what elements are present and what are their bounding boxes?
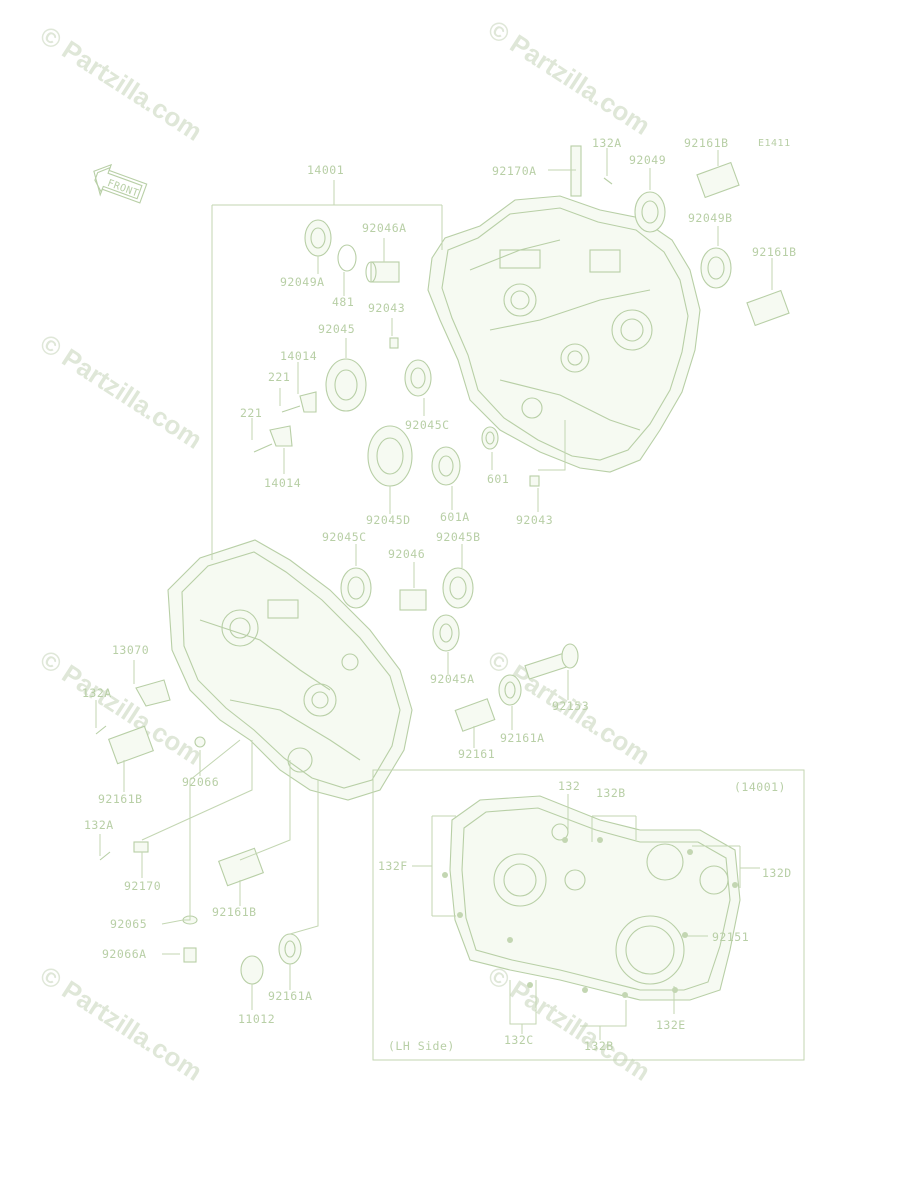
bearing-92049-icon <box>634 191 666 233</box>
bearing-92045-icon <box>325 358 367 412</box>
label-92045A: 92045A <box>430 672 475 686</box>
label-132C: 132C <box>504 1033 534 1047</box>
bolt-dots <box>442 837 738 998</box>
inset-side-label: (LH Side) <box>388 1039 455 1053</box>
seal-92161A-mid-icon <box>498 674 522 706</box>
label-92045C-top: 92045C <box>405 418 450 432</box>
bearing-92045C-mid-icon <box>340 567 372 609</box>
label-92045C-mid: 92045C <box>322 530 367 544</box>
label-132A-bottom: 132A <box>84 818 114 832</box>
pin-92170-icon <box>133 841 149 853</box>
bolt-132A-top-icon <box>603 177 613 185</box>
label-92161B-bottom: 92161B <box>212 905 257 919</box>
plug-92066A-icon <box>183 947 197 963</box>
circlip-481-icon <box>337 244 357 272</box>
bracket-14014-bottom-icon <box>269 425 293 447</box>
inset-frame <box>372 769 805 1061</box>
bearing-92045B-icon <box>442 567 474 609</box>
label-13070: 13070 <box>112 643 149 657</box>
label-92151: 92151 <box>712 930 749 944</box>
label-92161: 92161 <box>458 747 495 761</box>
watermark-7: © Partzilla.com <box>35 960 208 1087</box>
label-132E: 132E <box>656 1018 686 1032</box>
part-labels: E1411 14001 92170A 132A 92049 92161B 920… <box>82 136 797 1053</box>
label-92043-bottom: 92043 <box>516 513 553 527</box>
bushing-92161-icon <box>454 698 496 732</box>
washer-92066-icon <box>194 736 206 748</box>
label-92161B-left: 92161B <box>98 792 143 806</box>
label-92049A: 92049A <box>280 275 325 289</box>
plug-11012-icon <box>240 955 264 985</box>
label-92045D: 92045D <box>366 513 411 527</box>
watermark-3: © Partzilla.com <box>35 328 208 455</box>
label-92161B-top: 92161B <box>684 136 729 150</box>
bolt-132A-mid-icon <box>95 725 107 735</box>
bearing-92045A-icon <box>432 614 460 652</box>
label-11012: 11012 <box>238 1012 275 1026</box>
bearing-92049A-icon <box>304 219 332 257</box>
label-92161A-bottom: 92161A <box>268 989 313 1003</box>
label-132A-top: 132A <box>592 136 622 150</box>
watermark-2: © Partzilla.com <box>483 14 656 141</box>
label-481: 481 <box>332 295 354 309</box>
label-92065: 92065 <box>110 917 147 931</box>
label-132B-bottom: 132B <box>584 1039 614 1053</box>
bearing-92045C-top-icon <box>404 359 432 397</box>
bushing-92161B-top-icon <box>696 161 740 199</box>
label-14014-bottom: 14014 <box>264 476 301 490</box>
bearing-92049B-icon <box>700 247 732 289</box>
needle-bearing-92046-icon <box>399 589 427 611</box>
label-92045: 92045 <box>318 322 355 336</box>
label-132D: 132D <box>762 866 792 880</box>
dowel-92043-icon <box>389 337 399 349</box>
label-92046A: 92046A <box>362 221 407 235</box>
label-92045B: 92045B <box>436 530 481 544</box>
label-92066: 92066 <box>182 775 219 789</box>
leader-lines <box>95 148 773 1040</box>
bolt-221-top-icon <box>281 405 301 413</box>
label-14014-top: 14014 <box>280 349 317 363</box>
shaft-92153-icon <box>524 643 579 680</box>
seal-92161A-bottom-icon <box>278 933 302 965</box>
bearing-92045D-icon <box>367 425 413 487</box>
bearing-601A-icon <box>431 446 461 486</box>
label-14001: 14001 <box>307 163 344 177</box>
watermark-1: © Partzilla.com <box>35 20 208 147</box>
inset-label: (14001) <box>734 780 786 794</box>
label-92046: 92046 <box>388 547 425 561</box>
dowel-92043b-icon <box>529 475 540 487</box>
inset-crankcase-icon <box>372 769 805 1061</box>
front-arrow-icon: FRONT <box>93 163 148 204</box>
seal-601-icon <box>481 426 499 450</box>
upper-crankcase-icon <box>427 195 701 473</box>
bolt-221-bottom-icon <box>253 443 273 453</box>
label-132: 132 <box>558 779 580 793</box>
bushing-92161B-left-icon <box>107 725 155 765</box>
label-92170: 92170 <box>124 879 161 893</box>
label-92043-top: 92043 <box>368 301 405 315</box>
label-92161B-right: 92161B <box>752 245 797 259</box>
label-132F: 132F <box>378 859 408 873</box>
pin-92170A-icon <box>570 145 582 197</box>
label-221-bottom: 221 <box>240 406 262 420</box>
label-601: 601 <box>487 472 509 486</box>
label-92170A: 92170A <box>492 164 537 178</box>
bracket-14014-top-icon <box>299 391 317 413</box>
label-601A: 601A <box>440 510 470 524</box>
label-92066A: 92066A <box>102 947 147 961</box>
label-92049B: 92049B <box>688 211 733 225</box>
needle-bearing-92046A-icon <box>365 261 400 283</box>
bushing-92161B-right-icon <box>746 289 790 327</box>
label-132B-top: 132B <box>596 786 626 800</box>
label-92161A-mid: 92161A <box>500 731 545 745</box>
label-132A-mid: 132A <box>82 686 112 700</box>
label-92049: 92049 <box>629 153 666 167</box>
diagram-code: E1411 <box>758 138 791 149</box>
label-221-top: 221 <box>268 370 290 384</box>
bushing-92161B-bottom-icon <box>217 847 265 887</box>
bolt-132A-bottom-icon <box>99 851 111 861</box>
label-92153: 92153 <box>552 699 589 713</box>
guide-13070-icon <box>135 679 171 707</box>
